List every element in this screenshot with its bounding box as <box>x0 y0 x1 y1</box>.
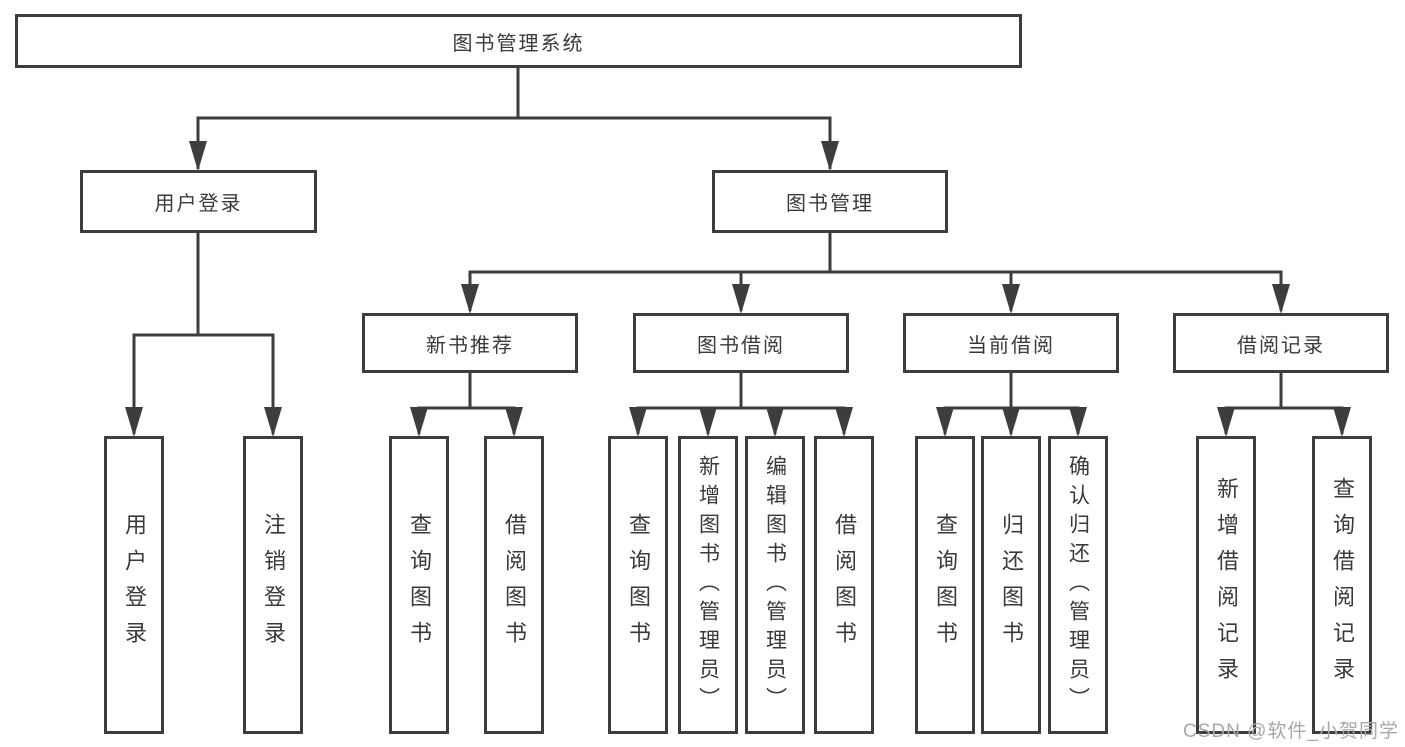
csdn-watermark: CSDN @软件_小贺同学 <box>1183 721 1399 742</box>
node-leaf-query-book-3: 查询图书 <box>915 436 975 734</box>
node-leaf-query-borrow-record: 查询借阅记录 <box>1312 436 1372 734</box>
node-current-borrowing: 当前借阅 <box>903 313 1119 373</box>
node-label: 查询图书 <box>933 513 958 657</box>
node-label: 归还图书 <box>999 513 1024 657</box>
node-leaf-return-book: 归还图书 <box>981 436 1041 734</box>
node-leaf-confirm-return-admin: 确认归还（管理员） <box>1048 436 1108 734</box>
node-label: 借阅图书 <box>832 513 857 657</box>
node-label: 借阅记录 <box>1237 334 1325 357</box>
node-label: 确认归还（管理员） <box>1066 454 1090 716</box>
node-label: 新增图书（管理员） <box>696 454 720 716</box>
node-label: 图书管理 <box>786 193 874 215</box>
node-label: 借阅图书 <box>502 513 527 657</box>
node-label: 编辑图书（管理员） <box>763 454 787 716</box>
node-borrowing-records: 借阅记录 <box>1173 313 1389 373</box>
node-label: 图书管理系统 <box>452 32 585 55</box>
node-leaf-add-book-admin: 新增图书（管理员） <box>678 436 738 734</box>
node-label: 查询图书 <box>407 513 432 657</box>
node-leaf-query-book-2: 查询图书 <box>608 436 668 734</box>
node-leaf-add-borrow-record: 新增借阅记录 <box>1196 436 1256 734</box>
node-leaf-query-book-1: 查询图书 <box>389 436 449 734</box>
node-leaf-edit-book-admin: 编辑图书（管理员） <box>745 436 805 734</box>
node-user-login: 用户登录 <box>80 170 317 233</box>
node-label: 用户登录 <box>154 193 243 215</box>
node-label: 查询借阅记录 <box>1330 477 1355 693</box>
node-leaf-borrow-book-2: 借阅图书 <box>814 436 874 734</box>
node-leaf-user-login: 用户登录 <box>104 436 164 734</box>
node-library-management-system: 图书管理系统 <box>15 14 1022 68</box>
node-leaf-logout: 注销登录 <box>243 436 303 734</box>
node-book-management: 图书管理 <box>712 170 948 233</box>
node-label: 查询图书 <box>626 513 651 657</box>
node-label: 图书借阅 <box>697 334 785 357</box>
node-leaf-borrow-book-1: 借阅图书 <box>484 436 544 734</box>
node-label: 用户登录 <box>122 513 147 657</box>
node-book-borrowing: 图书借阅 <box>633 313 849 373</box>
node-label: 新书推荐 <box>426 334 514 357</box>
node-label: 新增借阅记录 <box>1214 477 1239 693</box>
node-label: 注销登录 <box>261 513 286 657</box>
node-label: 当前借阅 <box>967 334 1055 357</box>
node-new-book-recommend: 新书推荐 <box>362 313 578 373</box>
